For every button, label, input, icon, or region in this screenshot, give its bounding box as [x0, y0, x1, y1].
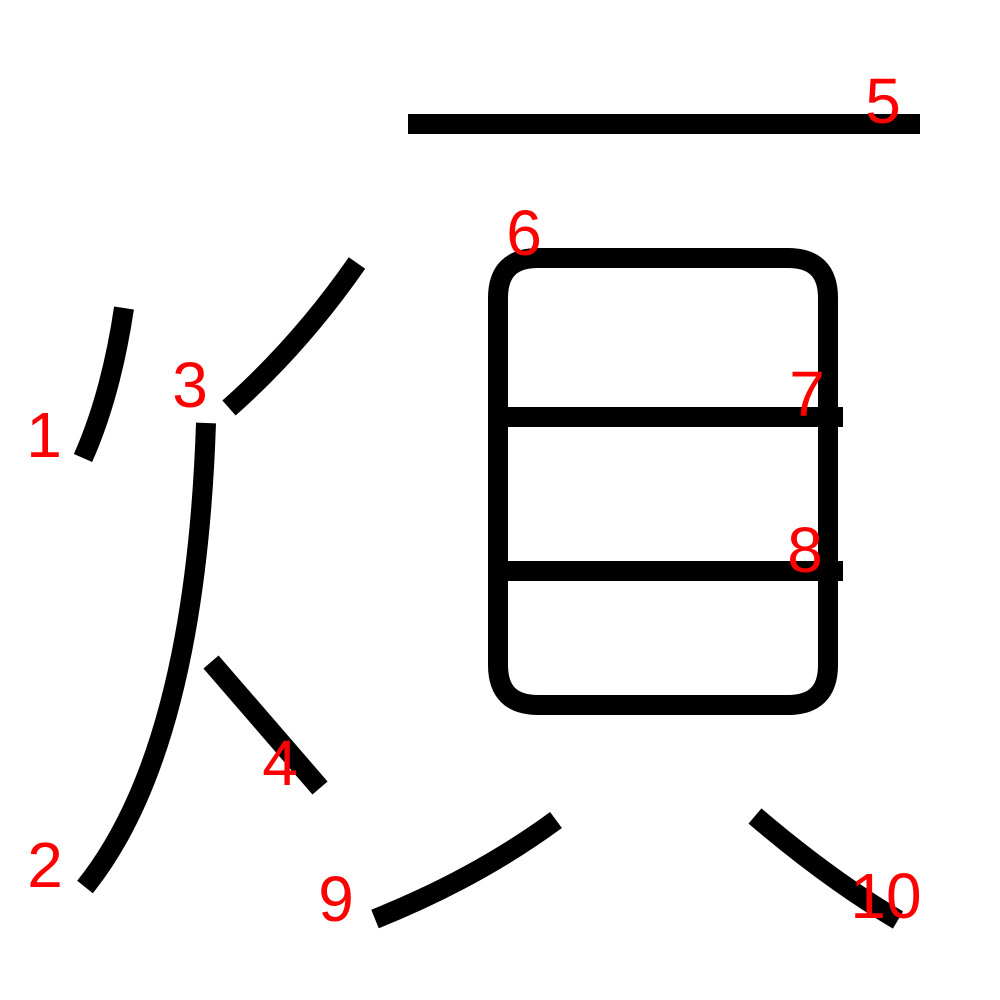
stroke-number-1: 1 [26, 399, 62, 471]
stroke-1 [73, 306, 134, 463]
stroke-number-9: 9 [318, 863, 354, 935]
stroke-order-numbers: 1 2 3 4 5 6 7 8 9 10 [26, 65, 921, 935]
stroke-number-4: 4 [262, 727, 298, 799]
stroke-number-7: 7 [789, 358, 825, 430]
character-strokes [73, 114, 920, 929]
stroke-number-5: 5 [865, 65, 901, 137]
stroke-number-10: 10 [850, 860, 921, 932]
stroke-number-6: 6 [506, 197, 542, 269]
stroke-4 [203, 655, 328, 795]
stroke-6 [488, 248, 838, 715]
stroke-number-3: 3 [172, 349, 208, 421]
stroke-9 [371, 811, 562, 929]
stroke-number-8: 8 [787, 514, 823, 586]
stroke-3 [222, 257, 366, 416]
stroke-10 [748, 808, 904, 929]
stroke-number-2: 2 [27, 829, 63, 901]
stroke-2 [77, 422, 216, 894]
